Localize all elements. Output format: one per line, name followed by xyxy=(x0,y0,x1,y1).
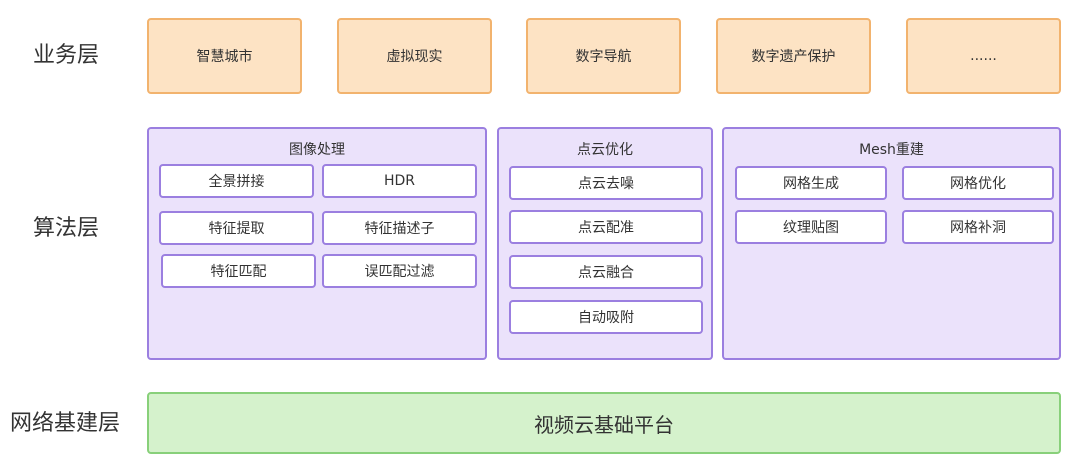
algorithm-item-point-cloud-denoise: 点云去噪 xyxy=(509,166,703,200)
algorithm-panel-point-cloud: 点云优化 点云去噪 点云配准 点云融合 自动吸附 xyxy=(497,127,713,360)
algorithm-panel-mesh: Mesh重建 网格生成 网格优化 纹理贴图 网格补洞 xyxy=(722,127,1061,360)
business-item-digital-heritage: 数字遗产保护 xyxy=(716,18,871,94)
business-item-digital-navigation: 数字导航 xyxy=(526,18,681,94)
business-item-smart-city: 智慧城市 xyxy=(147,18,302,94)
algorithm-item-auto-snap: 自动吸附 xyxy=(509,300,703,334)
algorithm-item-mesh-optimization: 网格优化 xyxy=(902,166,1054,200)
algorithm-item-mesh-hole-filling: 网格补洞 xyxy=(902,210,1054,244)
network-platform-box: 视频云基础平台 xyxy=(147,392,1061,454)
panel-title-image-processing: 图像处理 xyxy=(289,142,345,158)
algorithm-item-feature-matching: 特征匹配 xyxy=(161,254,316,288)
layer-label-network: 网络基建层 xyxy=(10,411,121,436)
algorithm-item-texture-mapping: 纹理贴图 xyxy=(735,210,887,244)
algorithm-item-point-cloud-registration: 点云配准 xyxy=(509,210,703,244)
algorithm-item-feature-descriptor: 特征描述子 xyxy=(322,211,477,245)
algorithm-item-mismatch-filtering: 误匹配过滤 xyxy=(322,254,477,288)
business-item-more: ...... xyxy=(906,18,1061,94)
algorithm-item-hdr: HDR xyxy=(322,164,477,198)
algorithm-item-point-cloud-fusion: 点云融合 xyxy=(509,255,703,289)
algorithm-item-mesh-generation: 网格生成 xyxy=(735,166,887,200)
panel-title-point-cloud: 点云优化 xyxy=(577,142,633,158)
layer-label-algorithm: 算法层 xyxy=(33,216,100,241)
business-item-virtual-reality: 虚拟现实 xyxy=(337,18,492,94)
algorithm-item-panorama-stitching: 全景拼接 xyxy=(159,164,314,198)
algorithm-panel-image-processing: 图像处理 全景拼接 HDR 特征提取 特征描述子 特征匹配 误匹配过滤 xyxy=(147,127,487,360)
algorithm-item-feature-extraction: 特征提取 xyxy=(159,211,314,245)
panel-title-mesh: Mesh重建 xyxy=(859,142,924,158)
layer-label-business: 业务层 xyxy=(33,43,100,68)
